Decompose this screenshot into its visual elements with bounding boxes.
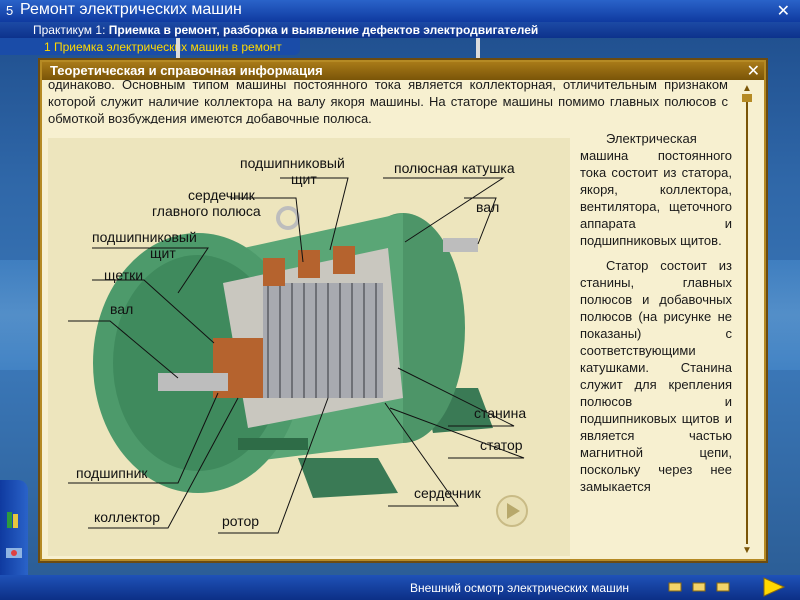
app-title: Ремонт электрических машин <box>20 1 242 18</box>
shaft-front <box>158 373 228 391</box>
app-close-button[interactable]: ✕ <box>776 3 790 20</box>
description-text: Электрическая машина постоянного тока со… <box>580 130 732 552</box>
play-icon <box>507 503 520 519</box>
label-shield-top-1: подшипниковый <box>240 155 345 171</box>
practicum-title: Практикум 1: Приемка в ремонт, разборка … <box>33 23 538 37</box>
intro-text: одинаково. Основным типом машины постоян… <box>48 77 728 124</box>
label-shaft-right: вал <box>476 199 499 215</box>
vertical-scrollbar[interactable]: ▲ ▼ <box>740 83 754 556</box>
app-number: 5 <box>6 3 14 18</box>
info-panel: Теоретическая и справочная информация ✕ … <box>40 60 766 561</box>
label-pole-coil: полюсная катушка <box>394 160 515 176</box>
practicum-name: Приемка в ремонт, разборка и выявление д… <box>108 23 539 37</box>
eye-bolt <box>276 206 300 230</box>
label-core-main-2: главного полюса <box>152 203 261 219</box>
play-button[interactable] <box>496 495 528 527</box>
scroll-down-arrow-icon[interactable]: ▼ <box>742 545 752 556</box>
scroll-thumb[interactable] <box>742 94 752 102</box>
pole-coil-1 <box>263 258 285 286</box>
tools-icon[interactable] <box>4 542 24 562</box>
label-core-main-1: сердечник <box>188 187 256 203</box>
title-bar: 5 Ремонт электрических машин ✕ <box>0 0 800 23</box>
vent-slots <box>238 438 308 450</box>
bottom-bar: Внешний осмотр электрических машин <box>0 575 800 600</box>
pole-coil-3 <box>333 246 355 274</box>
info-panel-close-button[interactable]: ✕ <box>746 63 760 80</box>
bottom-section-label[interactable]: Внешний осмотр электрических машин <box>410 581 630 595</box>
motor-foot-front <box>298 458 398 498</box>
section-title[interactable]: 1 Приемка электрических машин в ремонт <box>44 40 282 54</box>
pole-coil-2 <box>298 250 320 278</box>
scroll-up-arrow-icon[interactable]: ▲ <box>742 83 752 94</box>
label-core-bottom: сердечник <box>414 485 482 501</box>
label-shield-top-2: щит <box>291 171 317 187</box>
leader-lines <box>68 177 525 534</box>
panel-hanger-right <box>476 38 480 60</box>
description-paragraph-1: Электрическая машина постоянного тока со… <box>580 131 732 248</box>
info-panel-title: Теоретическая и справочная информация <box>50 63 323 78</box>
book-icon-3[interactable] <box>716 581 730 593</box>
label-stator: статор <box>480 437 523 453</box>
shaft-rear <box>443 238 478 252</box>
label-frame: станина <box>474 405 526 421</box>
label-shield-left-1: подшипниковый <box>92 229 197 245</box>
book-icon-1[interactable] <box>668 581 682 593</box>
label-commutator: коллектор <box>94 509 160 525</box>
motor-figure: подшипниковый щит полюсная катушка серде… <box>48 138 570 556</box>
label-rotor: ротор <box>222 513 259 529</box>
practicum-prefix: Практикум 1: <box>33 23 106 37</box>
section-bar: 1 Приемка электрических машин в ремонт <box>0 38 300 55</box>
description-paragraph-2: Статор состоит из станины, главных полюс… <box>580 258 732 494</box>
motor-cutaway-illustration: подшипниковый щит полюсная катушка серде… <box>68 155 528 534</box>
scroll-track[interactable] <box>746 94 748 544</box>
panel-hanger-left <box>176 38 180 60</box>
label-shield-left-2: щит <box>150 245 176 261</box>
books-icon[interactable] <box>4 510 24 530</box>
label-brushes: щетки <box>104 267 143 283</box>
next-arrow-icon[interactable] <box>760 576 788 598</box>
label-shaft-left: вал <box>110 301 133 317</box>
practicum-bar: Практикум 1: Приемка в ремонт, разборка … <box>0 22 800 38</box>
info-panel-header: Теоретическая и справочная информация ✕ <box>42 62 764 80</box>
rotor-laminations <box>263 283 383 398</box>
book-icon-2[interactable] <box>692 581 706 593</box>
label-bearing: подшипник <box>76 465 148 481</box>
